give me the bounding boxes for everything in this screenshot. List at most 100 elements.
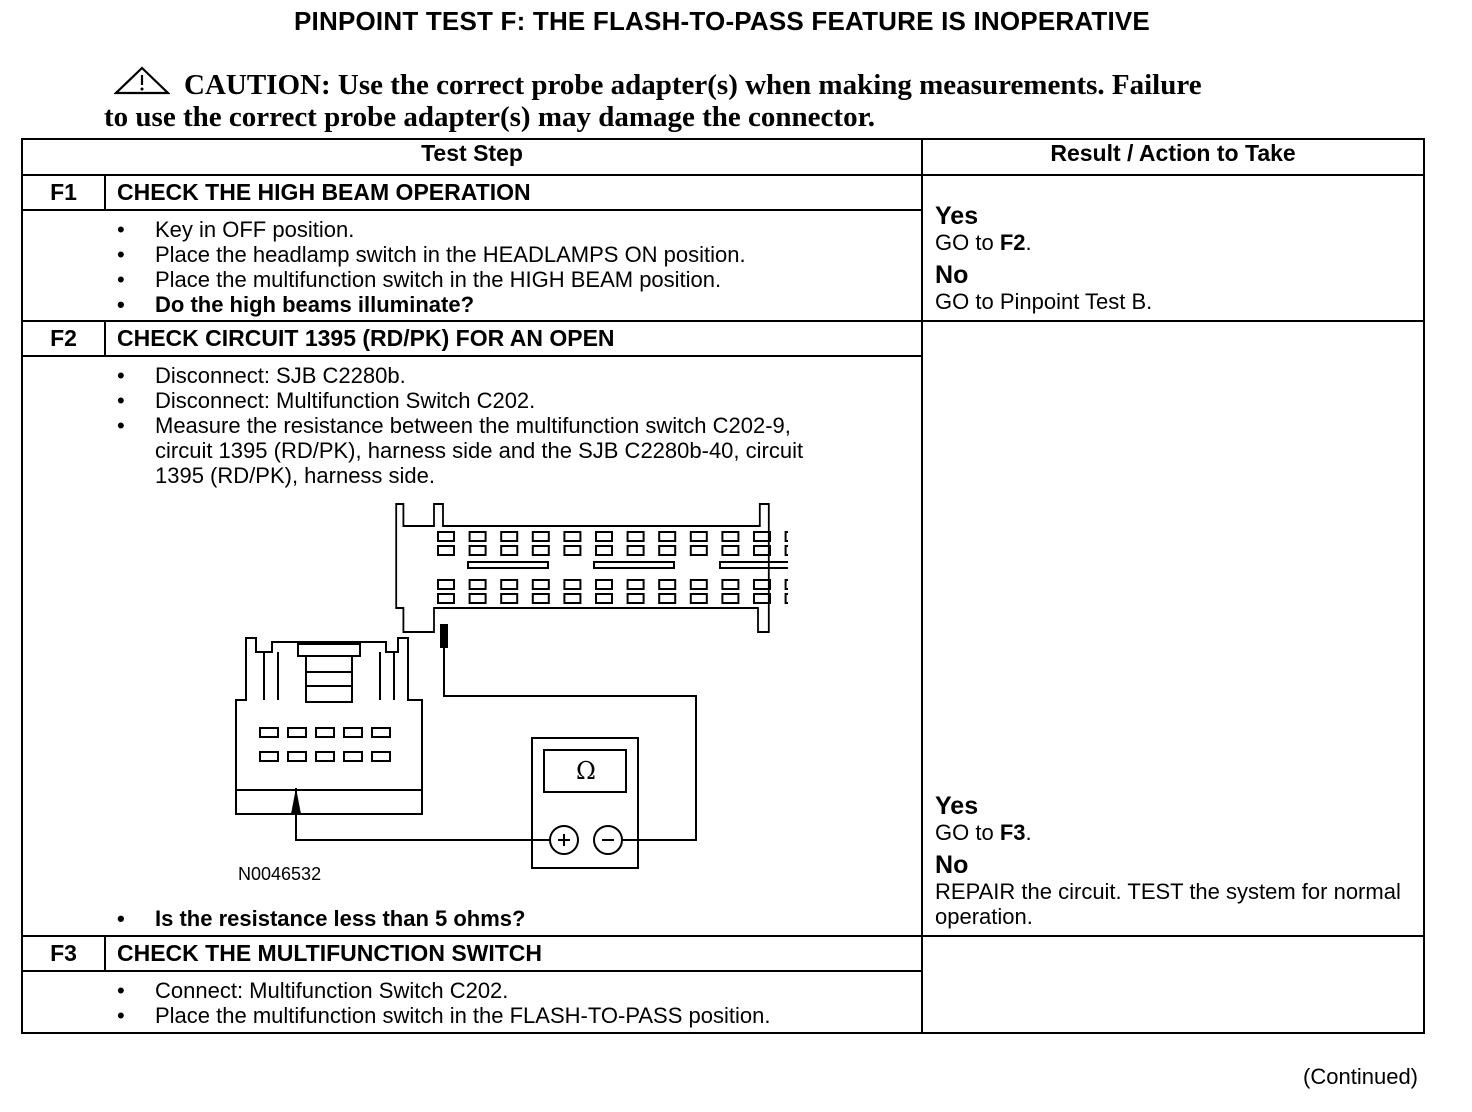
step-title-f1: CHECK THE HIGH BEAM OPERATION [103,174,924,211]
step-body-f1: Key in OFF position. Place the headlamp … [105,209,924,322]
sjb-connector-pins [437,531,788,604]
c202-latch [305,655,353,703]
pin-cavity [563,579,582,590]
pin-cavity [468,579,487,590]
pin-cavity [595,593,613,604]
pin-cavity [689,531,708,542]
sjb-divider [719,561,788,569]
pin-cavity [287,751,307,762]
pin-cavity [437,545,455,556]
step-title-f3: CHECK THE MULTIFUNCTION SWITCH [103,935,924,972]
result-f2: Yes GO to F3. No REPAIR the circuit. TES… [921,320,1426,937]
step-question-f1: Do the high beams illuminate? [105,292,921,317]
pin-cavity [315,751,335,762]
pin-cavity [563,593,582,604]
pin-cavity [626,545,645,556]
pin-cavity [784,531,788,542]
pin-cavity [468,531,487,542]
pin-cavity [343,751,363,762]
sjb-connector-outline [395,503,770,633]
pin-cavity [784,545,788,556]
pin-cavity [563,545,582,556]
pin-cavity [721,531,740,542]
caution-note: CAUTION: Use the correct probe adapter(s… [104,66,1304,133]
result-f2-yes-target: F3 [999,820,1026,845]
header-test-step: Test Step [20,138,924,176]
step-f2-indent [21,355,105,937]
pin-cavity [531,579,550,590]
probe-tip-c202 [291,788,301,814]
pin-cavity [259,751,279,762]
pin-cavity [500,579,519,590]
multimeter-display [543,749,627,793]
result-f2-no-label: No [935,851,969,879]
pin-cavity [371,751,391,762]
wiring-diagram: Ω N0046532 [105,488,921,906]
result-f1-yes-text: GO to F2. [935,230,1032,255]
list-item: Disconnect: Multifunction Switch C202. [105,388,921,413]
pin-cavity [753,531,771,542]
list-item: Measure the resistance between the multi… [105,413,815,488]
list-item: Place the multifunction switch in the HI… [105,267,921,292]
pin-cavity [371,727,391,738]
page-title: PINPOINT TEST F: THE FLASH-TO-PASS FEATU… [294,6,1150,36]
pin-cavity [753,545,771,556]
result-f1-yes-label: Yes [935,202,979,230]
result-f2-no-text: REPAIR the circuit. TEST the system for … [935,879,1401,929]
pin-cavity [531,593,550,604]
pin-cavity [658,531,677,542]
pin-cavity [626,579,645,590]
pin-cavity [468,593,487,604]
pin-cavity [468,545,487,556]
sjb-divider [593,561,675,569]
pin-cavity [658,593,677,604]
pin-cavity [595,545,613,556]
figure-id: N0046532 [238,864,322,884]
step-body-f2: Disconnect: SJB C2280b. Disconnect: Mult… [105,355,924,937]
list-item: Disconnect: SJB C2280b. [105,363,921,388]
result-f1-no-text: GO to Pinpoint Test B. [935,289,1153,314]
step-id-f3: F3 [21,935,106,972]
pin-cavity [437,593,455,604]
pin-cavity [658,579,677,590]
pin-cavity [500,531,519,542]
step-question-f2: Is the resistance less than 5 ohms? [105,906,921,931]
c202-connector-outline [235,637,423,815]
list-item: Key in OFF position. [105,217,921,242]
continued-label: (Continued) [1303,1064,1418,1089]
pin-cavity [563,531,582,542]
probe-tip-sjb [440,624,448,648]
result-f2-yes-label: Yes [935,792,979,820]
list-item: Connect: Multifunction Switch C202. [105,978,921,1003]
pin-cavity [753,579,771,590]
result-f1-no-label: No [935,261,969,289]
meter-ohm-symbol: Ω [576,757,596,785]
warning-triangle-icon [114,66,170,95]
c202-latch [297,643,361,657]
result-f1: Yes GO to F2. No GO to Pinpoint Test B. [921,174,1426,322]
pin-cavity [721,545,740,556]
pin-cavity [595,579,613,590]
probe-lead-sjb [443,646,697,841]
list-item: Place the headlamp switch in the HEADLAM… [105,242,921,267]
pin-cavity [531,545,550,556]
pin-cavity [689,593,708,604]
pin-cavity [753,593,771,604]
caution-label: CAUTION: [184,69,331,101]
step-id-f2: F2 [21,320,106,357]
pin-cavity [784,593,788,604]
pin-cavity [531,531,550,542]
caution-line-1: Use the correct probe adapter(s) when ma… [337,69,1202,101]
pin-cavity [721,579,740,590]
header-result-action: Result / Action to Take [921,138,1426,176]
step-id-f1: F1 [21,174,106,211]
step-f1-indent [21,209,105,322]
pin-cavity [721,593,740,604]
pin-cavity [315,727,335,738]
pinpoint-test-table: Test Step Result / Action to Take F1 CHE… [20,138,1426,1034]
multimeter-body [531,737,639,869]
pin-cavity [595,531,613,542]
pin-cavity [658,545,677,556]
connector-measurement-figure: Ω [235,503,788,869]
step-f3-indent [21,970,105,1034]
